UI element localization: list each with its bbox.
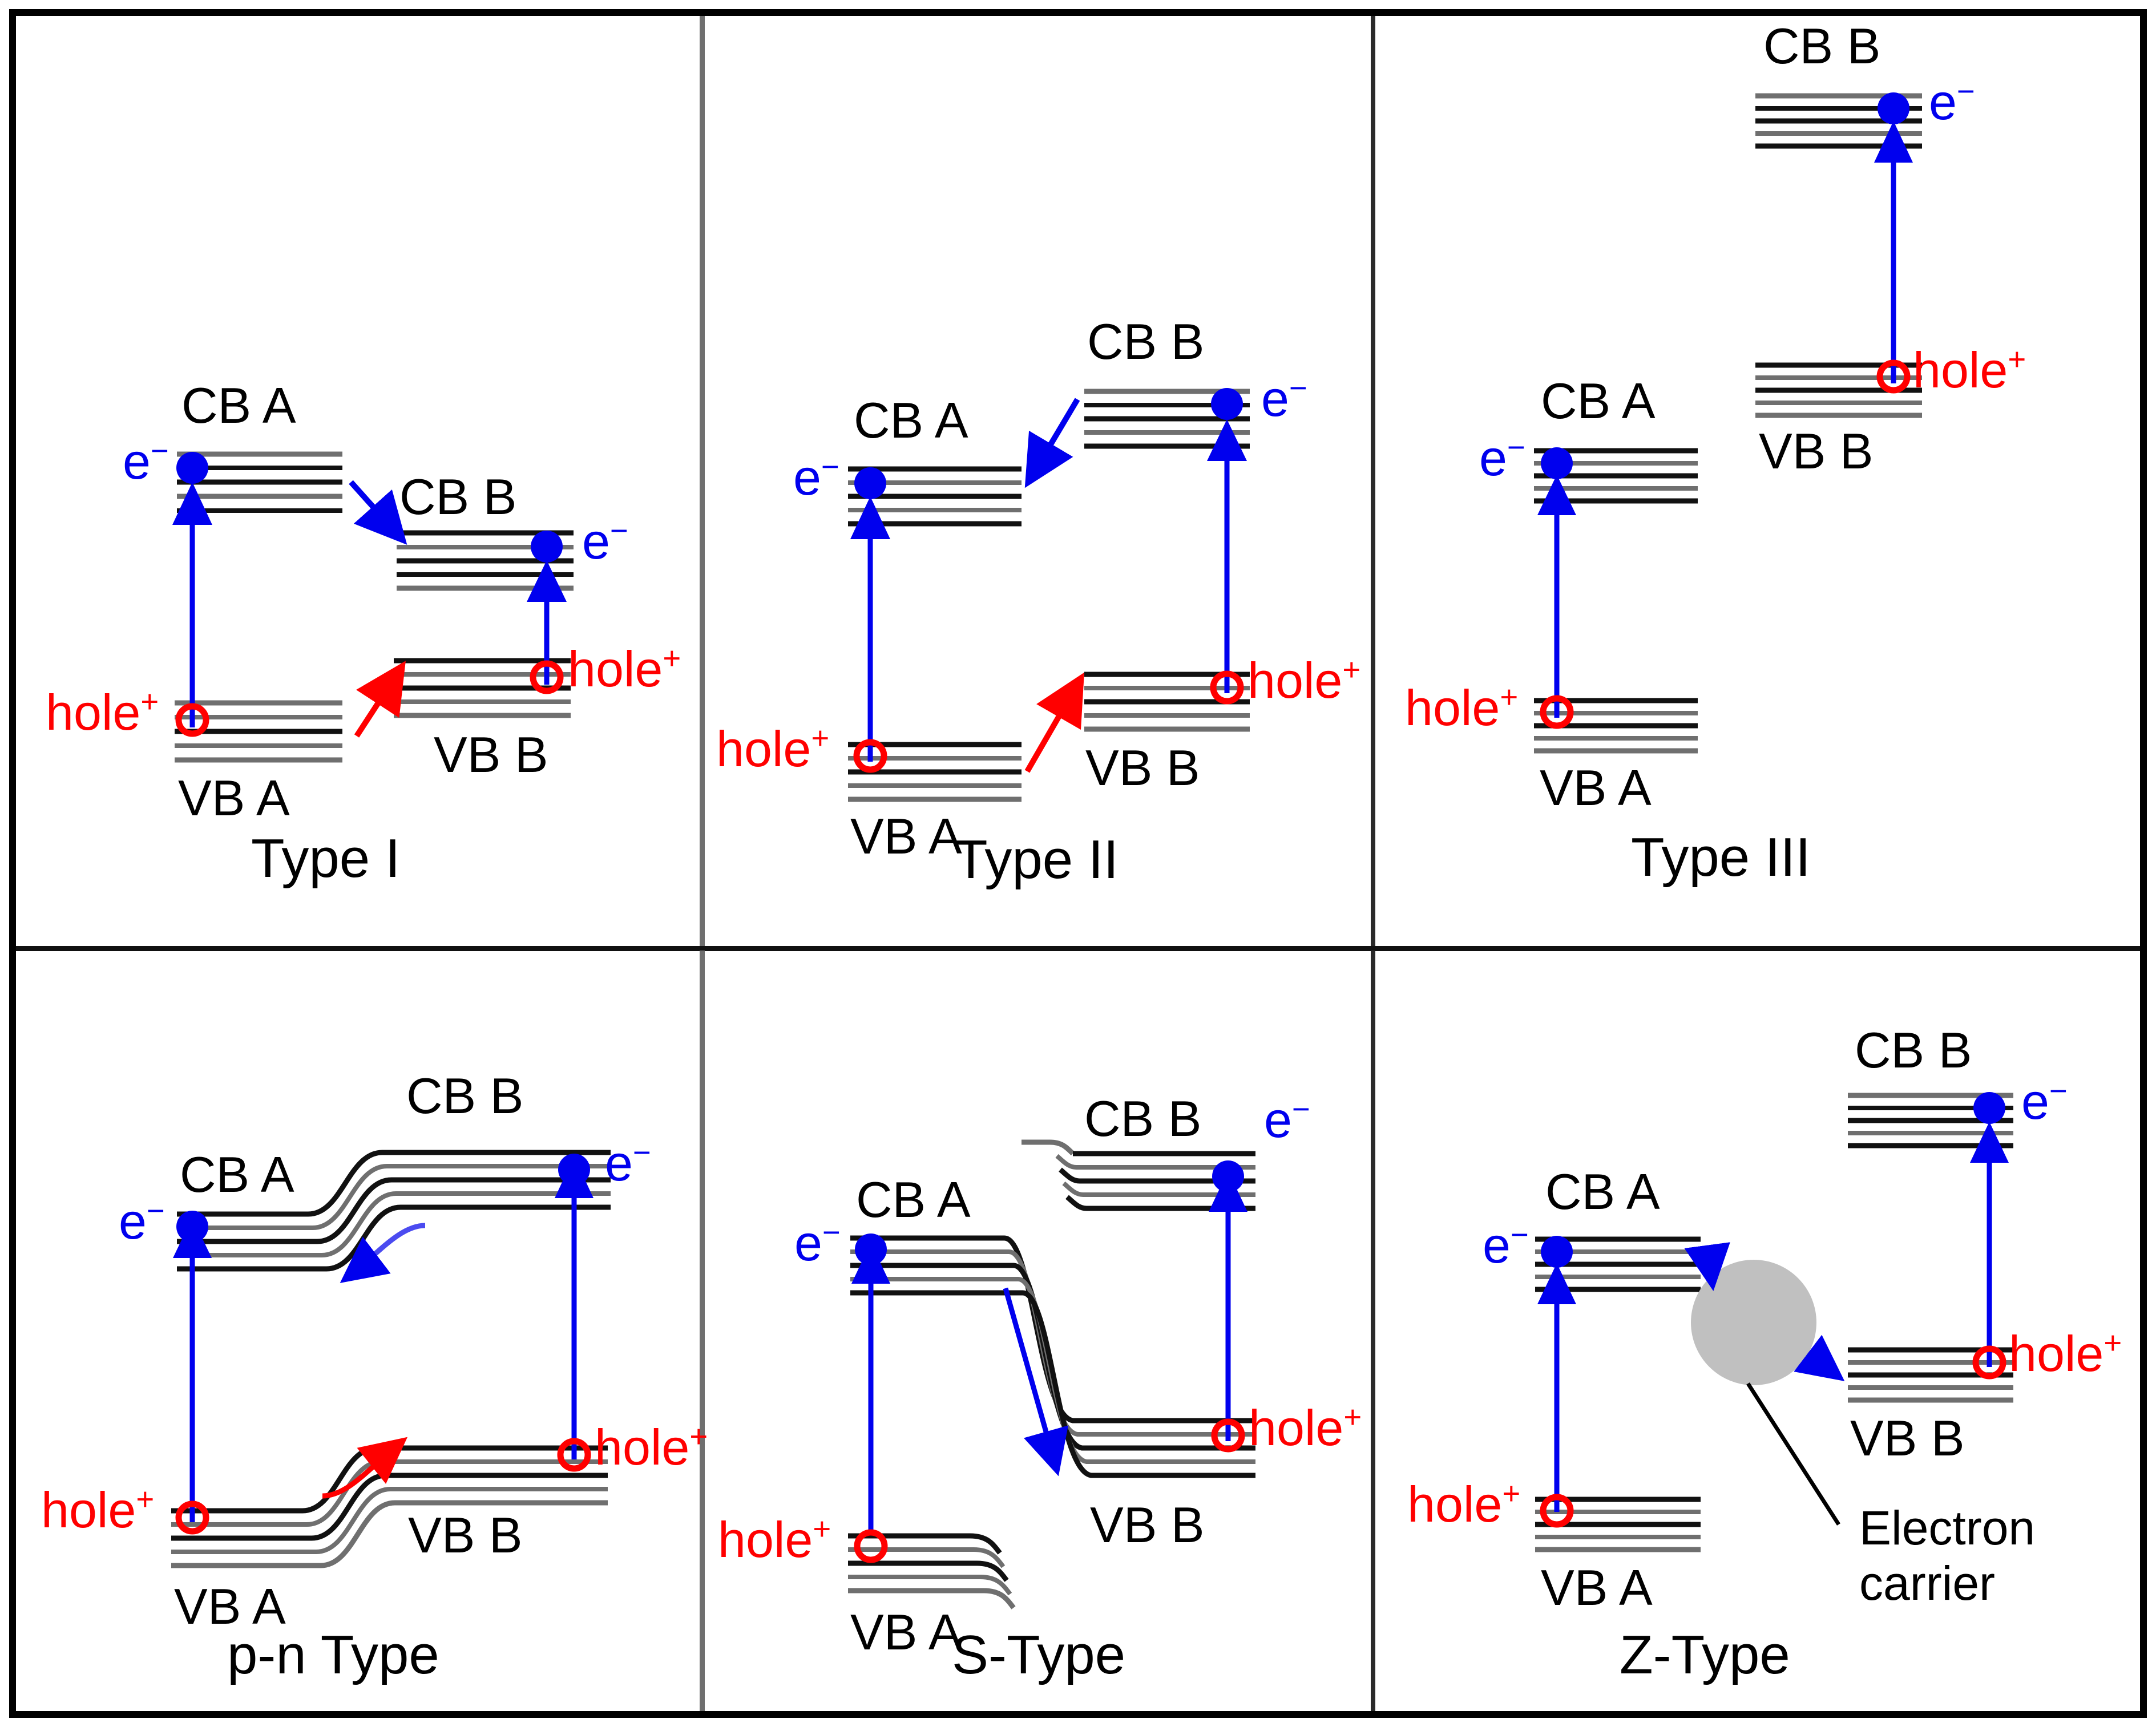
electron-label-cb-a-z: e− <box>1483 1217 1529 1273</box>
hole-label-vb-a-type2: hole+ <box>716 721 830 777</box>
electron-label-cb-b-pn: e− <box>605 1135 651 1191</box>
band-label-vb-b-pn: VB B <box>408 1507 523 1563</box>
band-label-vb-a-type2: VB A <box>850 808 962 864</box>
panel-title-s-type: S-Type <box>952 1624 1126 1685</box>
divider-horizontal <box>16 946 2140 951</box>
band-label-vb-b-type3: VB B <box>1759 423 1874 479</box>
band-label-vb-a-type3: VB A <box>1540 759 1652 816</box>
hole-label-vb-b-z: hole+ <box>2009 1325 2122 1382</box>
hole-label-vb-a-type3: hole+ <box>1405 680 1519 736</box>
hole-label-vb-a-type1: hole+ <box>46 684 159 741</box>
band-label-cb-b-type3: CB B <box>1763 18 1881 74</box>
band-label-cb-b-z: CB B <box>1855 1022 1972 1078</box>
electron-label-cb-a-pn: e− <box>119 1193 165 1249</box>
hole-label-vb-b-s: hole+ <box>1249 1400 1362 1456</box>
electron-label-cb-b-type2: e− <box>1261 370 1307 427</box>
band-label-vb-a-pn: VB A <box>174 1578 286 1635</box>
hole-label-vb-b-pn: hole+ <box>595 1419 708 1475</box>
electron-label-cb-b-z: e− <box>2021 1073 2068 1130</box>
panel-title-z-type: Z-Type <box>1620 1624 1790 1685</box>
band-label-vb-a-z: VB A <box>1541 1559 1653 1616</box>
band-label-cb-a-pn: CB A <box>180 1146 294 1203</box>
electron-label-cb-a-type1: e− <box>123 433 169 490</box>
hole-label-vb-a-s: hole+ <box>718 1511 831 1568</box>
divider-vertical-left-lower <box>700 951 705 1711</box>
band-label-cb-a-s: CB A <box>856 1171 971 1228</box>
band-label-cb-b-pn: CB B <box>406 1067 524 1124</box>
band-label-vb-a-s: VB A <box>850 1604 962 1660</box>
band-label-cb-a-type3: CB A <box>1541 373 1656 429</box>
electron-label-cb-b-type1: e− <box>582 513 628 569</box>
panel-title-type-2: Type II <box>954 829 1119 890</box>
electron-label-cb-a-s: e− <box>794 1215 841 1271</box>
band-label-vb-b-type2: VB B <box>1085 739 1200 796</box>
band-label-vb-b-z: VB B <box>1850 1410 1965 1466</box>
band-label-vb-a-type1: VB A <box>178 770 290 826</box>
electron-carrier-caption: Electron carrier <box>1859 1501 2036 1611</box>
electron-label-cb-b-type3: e− <box>1929 74 1975 130</box>
divider-vertical-left <box>700 16 705 947</box>
band-label-cb-b-type1: CB B <box>399 468 517 525</box>
band-label-cb-a-type1: CB A <box>181 377 296 434</box>
band-label-cb-b-s: CB B <box>1084 1090 1202 1147</box>
divider-vertical-right-lower <box>1371 951 1375 1711</box>
band-label-vb-b-type1: VB B <box>434 726 548 783</box>
hole-label-vb-b-type3: hole+ <box>1913 342 2026 398</box>
band-label-cb-a-z: CB A <box>1545 1163 1660 1220</box>
electron-label-cb-a-type3: e− <box>1479 430 1525 486</box>
electron-label-cb-b-s: e− <box>1264 1091 1310 1148</box>
band-label-cb-b-type2: CB B <box>1087 313 1205 370</box>
figure-outer-border <box>9 9 2147 1718</box>
divider-vertical-right <box>1371 16 1375 947</box>
panel-title-type-3: Type III <box>1631 827 1811 888</box>
panel-title-type-1: Type I <box>251 828 401 889</box>
hole-label-vb-a-pn: hole+ <box>41 1482 155 1538</box>
band-label-vb-b-s: VB B <box>1090 1497 1205 1553</box>
electron-label-cb-a-type2: e− <box>793 449 839 505</box>
panel-title-pn-type: p-n Type <box>227 1624 439 1685</box>
hole-label-vb-a-z: hole+ <box>1407 1476 1521 1532</box>
band-label-cb-a-type2: CB A <box>854 392 968 448</box>
hole-label-vb-b-type1: hole+ <box>568 641 681 697</box>
hole-label-vb-b-type2: hole+ <box>1247 652 1361 709</box>
